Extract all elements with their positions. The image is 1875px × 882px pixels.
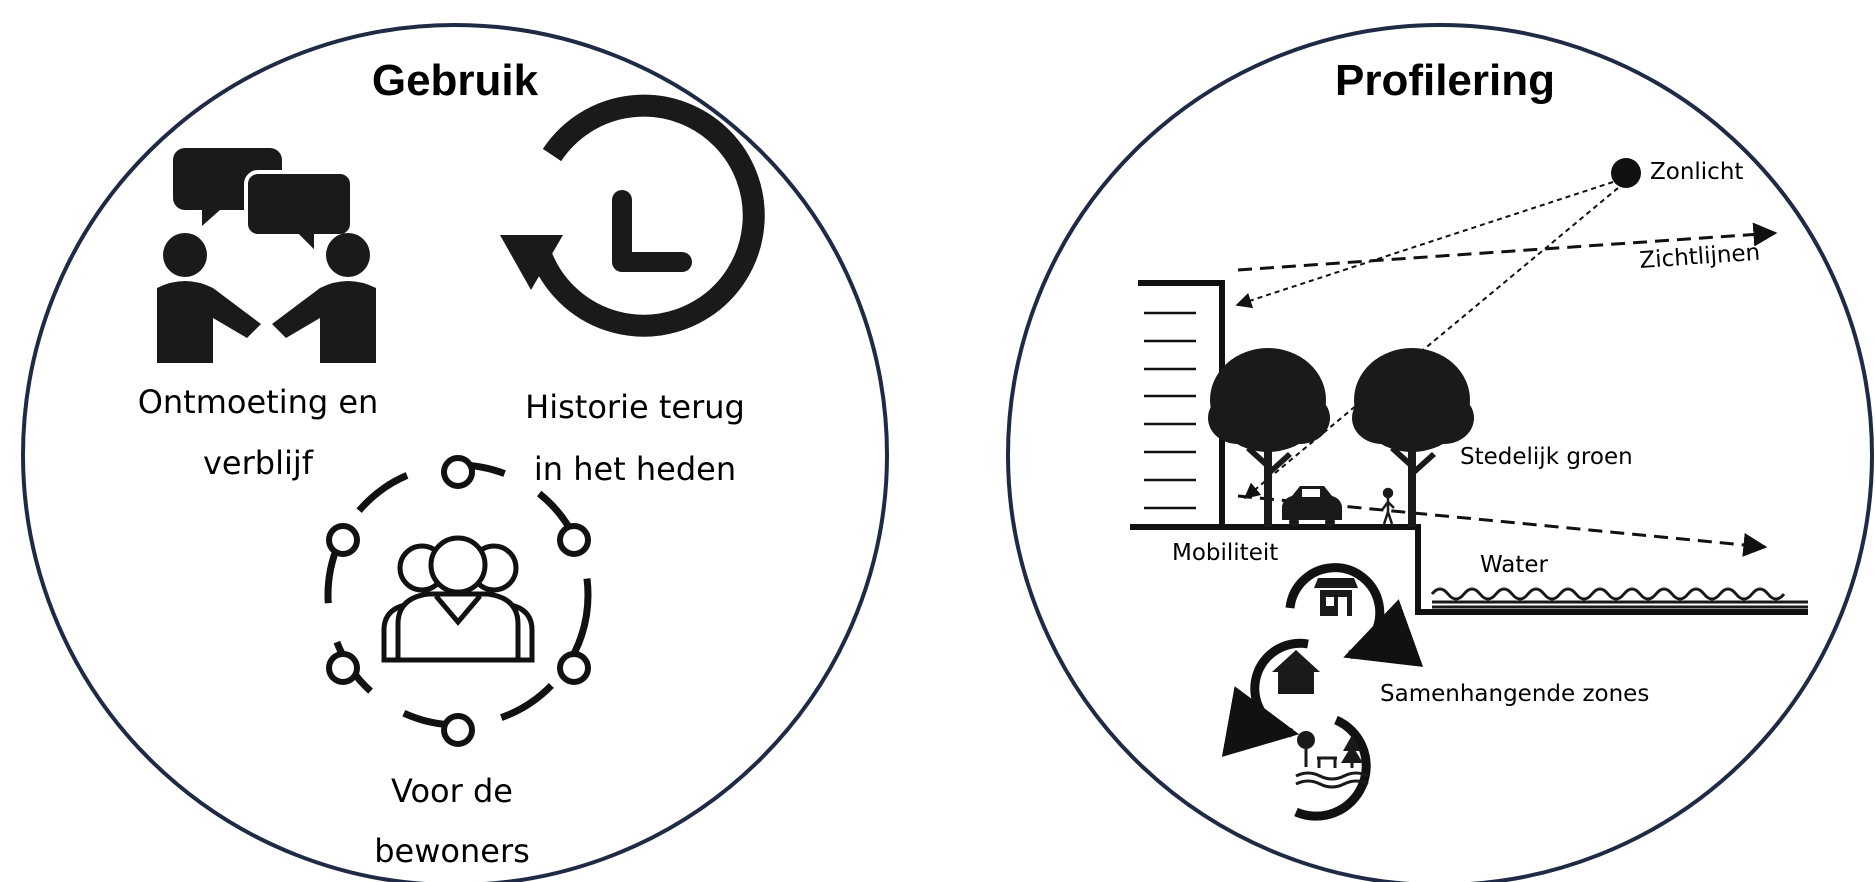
profilering-circle xyxy=(1006,23,1874,882)
tree-icon xyxy=(1352,348,1474,527)
pedestrian-icon xyxy=(1381,487,1395,525)
gebruik-panel: Gebruik Ontmoeting en verblijf Historie … xyxy=(21,23,889,882)
water-waves-icon xyxy=(1430,587,1808,609)
label-ontmoeting-line1: Ontmoeting en xyxy=(138,383,379,421)
sightline-upper xyxy=(1237,222,1778,272)
label-zichtlijnen: Zichtlijnen xyxy=(1639,240,1761,274)
label-ontmoeting-line2: verblijf xyxy=(203,444,314,482)
label-stedelijk-groen: Stedelijk groen xyxy=(1460,444,1633,470)
sun-icon xyxy=(1611,158,1641,188)
car-icon xyxy=(1282,486,1342,527)
building xyxy=(1138,280,1225,527)
label-mobiliteit: Mobiliteit xyxy=(1172,540,1278,566)
label-historie-line1: Historie terug xyxy=(525,388,745,426)
community-icon xyxy=(324,455,592,747)
history-clock-icon xyxy=(500,94,765,337)
label-bewoners-line2: bewoners xyxy=(374,832,530,870)
label-water: Water xyxy=(1480,552,1549,578)
zones-cycle xyxy=(1221,563,1424,821)
label-zonlicht: Zonlicht xyxy=(1650,159,1743,185)
profilering-panel: Profilering Zonlicht Zichtlijnen xyxy=(1006,23,1874,882)
tree-icon xyxy=(1208,348,1330,527)
meeting-icon xyxy=(157,148,376,363)
label-samenhangende-zones: Samenhangende zones xyxy=(1380,681,1649,707)
shop-icon xyxy=(1314,578,1358,616)
park-icon xyxy=(1295,731,1369,789)
ground-line xyxy=(1130,524,1808,615)
house-icon xyxy=(1272,650,1320,694)
label-bewoners-line1: Voor de xyxy=(391,772,513,810)
gebruik-circle xyxy=(21,23,889,882)
label-historie-line2: in het heden xyxy=(534,450,736,488)
profilering-title: Profilering xyxy=(1335,56,1555,105)
gebruik-title: Gebruik xyxy=(372,56,539,105)
sunlight-ray-building xyxy=(1235,181,1614,309)
